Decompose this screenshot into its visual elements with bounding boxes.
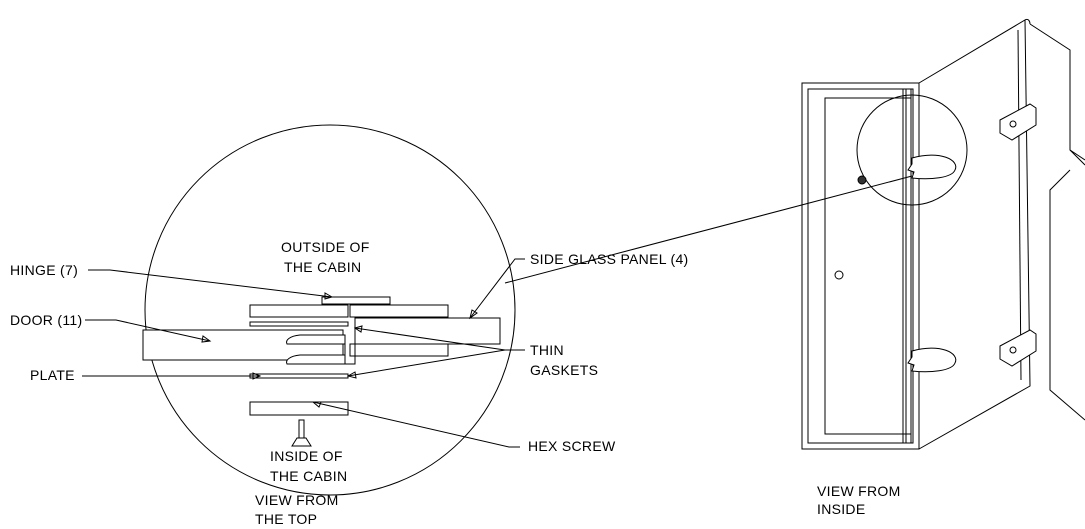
view-inside: VIEW FROM INSIDE — [801, 18, 1085, 517]
inner-clamp-plate-right — [349, 343, 449, 357]
thin-gasket-lower — [249, 373, 349, 379]
door-hinge-bottom — [907, 347, 957, 373]
hinge-label: HINGE (7) — [10, 262, 78, 278]
door-knob — [834, 270, 844, 280]
detail-callout-circle — [856, 94, 968, 206]
detail-view-top: OUTSIDE OF THE CABIN INSIDE OF THE CABIN… — [10, 124, 913, 527]
wall-edge — [1029, 23, 1085, 166]
inside-label-2: THE CABIN — [270, 468, 347, 484]
outside-label-2: THE CABIN — [284, 259, 361, 275]
hinge-u-channel-lower — [286, 354, 346, 365]
thin-gaskets-label-2: GASKETS — [530, 362, 598, 378]
detail-callout-point — [857, 175, 867, 185]
view-inside-label-1: VIEW FROM — [817, 483, 901, 499]
view-inside-label-2: INSIDE — [817, 501, 865, 517]
hinge-u-channel — [286, 334, 346, 345]
detail-circle — [144, 124, 516, 496]
thin-gasket-upper — [249, 321, 349, 327]
plate — [249, 401, 349, 416]
detail-connector-line — [504, 175, 913, 284]
outer-clamp-plate-right — [349, 304, 449, 318]
door-label: DOOR (11) — [10, 312, 82, 328]
wall-bracket-top — [999, 103, 1037, 141]
door-hinge-top — [907, 154, 957, 180]
outer-clamp-plate-left — [249, 304, 349, 318]
outside-label-1: OUTSIDE OF — [281, 239, 370, 255]
side-panel — [918, 19, 1031, 450]
view-top-label-1: VIEW FROM — [255, 492, 339, 508]
thin-gaskets-label-1: THIN — [530, 342, 564, 358]
hex-screw-label: HEX SCREW — [528, 438, 616, 454]
door-frame-outer — [801, 82, 920, 450]
wall-bracket-bottom — [999, 329, 1037, 367]
inside-label-1: INSIDE OF — [270, 448, 343, 464]
view-top-label-2: THE TOP — [255, 511, 317, 527]
hinge-plate — [321, 296, 391, 305]
leader-lines — [82, 175, 913, 448]
side-glass-panel-label: SIDE GLASS PANEL (4) — [530, 251, 689, 267]
plate-label: PLATE — [30, 367, 75, 383]
door-glass-panel — [824, 97, 912, 435]
hex-screw — [291, 419, 312, 447]
door-frame-inner — [807, 88, 914, 444]
